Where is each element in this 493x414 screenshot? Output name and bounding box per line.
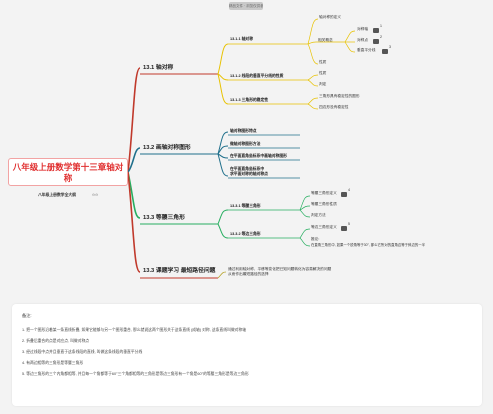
leaf-perpendicular-bisector[interactable]: 垂直平分线 [357, 48, 376, 52]
note-ref-2: 2 [380, 35, 382, 39]
leaf-property[interactable]: 性质 [319, 60, 327, 64]
connector-ch1-s2 [217, 73, 229, 81]
watermark-badge: 精品文件 · 浏览仅供参考 [229, 2, 263, 10]
connector-leaf-axis [344, 30, 356, 43]
leaf-triangle-stability[interactable]: 三角形具有稳定性的图形 [319, 94, 360, 98]
connector-ch2-d [217, 153, 229, 177]
leaf-isosceles-definition[interactable]: 等腰三角形定义 [311, 191, 337, 195]
leaf-related-concepts[interactable]: 相关概念 [318, 38, 333, 42]
connector-ch3-l1 [299, 195, 311, 211]
root-node[interactable]: 八年级上册数学第十三章轴对称 [8, 158, 128, 186]
leaf-bisector-judgment[interactable]: 判定 [319, 82, 327, 86]
note-ref-4: 4 [348, 188, 350, 192]
connector-ch1-s1 [217, 43, 229, 75]
note-item: 3. 经过线段中点并且垂直于这条线段的直线, 叫做这条线段的垂直平分线 [22, 350, 143, 354]
connector-ch3-l2 [299, 205, 311, 211]
section-13-3-2[interactable]: 13.3.2 等边三角形 [230, 232, 261, 236]
connector-ch2-b [217, 145, 229, 155]
connector-leaf-def [307, 18, 319, 45]
leaf-isosceles-property[interactable]: 等腰三角形性质 [311, 202, 337, 206]
connector-leaf-s2-prop [307, 74, 319, 81]
note-item: 2. 折叠后重合的点是对应点, 叫做对称点 [22, 339, 90, 343]
connector-ch3-l5 [299, 237, 311, 247]
note-ref-3: 3 [389, 45, 391, 49]
connector-root-ch4 [127, 171, 141, 273]
leaf-equilateral-definition[interactable]: 等边三角形定义 [311, 225, 337, 229]
connector-ch3-l3 [299, 209, 311, 218]
connector-ch3-s1 [217, 209, 229, 225]
notes-panel: 备注: 1. 把一个图形沿着某一条直线折叠, 如果它能够与另一个图形重合, 那么… [12, 304, 482, 406]
connector-ch2-c [217, 153, 229, 159]
leaf-corollary-text[interactable]: 在直角三角形中, 如果一个锐角等于30°, 那么它所对的直角边等于斜边的一半 [311, 243, 426, 247]
root-subtitle-mark: ⊖⊖ [92, 193, 99, 197]
chapter-13-1[interactable]: 13.1 轴对称 [143, 65, 174, 71]
connector-leaf-s3-a [307, 97, 319, 105]
shortest-path-note[interactable]: 通过利用轴对称、平移等变化把已知问题转化为容易解决的问题 从而作出最短路径的选择 [228, 267, 332, 276]
note-ref-5: 5 [348, 222, 350, 226]
connector-leaf-concepts [307, 41, 317, 45]
note-item: 1. 把一个图形沿着某一条直线折叠, 如果它能够与另一个图形重合, 那么就说这两… [22, 328, 247, 332]
leaf-quadrilateral-unstable[interactable]: 四边形没有稳定性 [319, 105, 349, 109]
section-13-3-1[interactable]: 13.3.1 等腰三角形 [230, 204, 261, 208]
note-ref-1: 1 [380, 24, 382, 28]
chapter-13-3[interactable]: 13.3 等腰三角形 [143, 215, 185, 221]
connector-ch4-note [217, 271, 227, 279]
note-icon[interactable] [373, 28, 379, 33]
section-symmetric-figure-features[interactable]: 轴对称图形特点 [230, 129, 257, 133]
section-13-1-3[interactable]: 13.1.3 三角形的稳定性 [230, 98, 269, 102]
leaf-corollary-label[interactable]: 推论: [311, 237, 320, 241]
leaf-symmetric-point[interactable]: 对称点 [357, 38, 369, 42]
note-icon[interactable] [341, 226, 347, 231]
note-item: 5. 等边三角形的三个内角都相等, 并且每一个角都等于60°三个角都相等的三角形… [22, 372, 249, 376]
section-13-1-2[interactable]: 13.1.2 线段的垂直平分线的性质 [230, 74, 284, 78]
leaf-axis-symmetry-definition[interactable]: 轴对称的定义 [319, 15, 342, 19]
connector-root-ch2 [127, 147, 141, 173]
notes-title: 备注: [22, 313, 32, 318]
connector-ch2-a [217, 131, 229, 155]
note-icon[interactable] [382, 49, 388, 54]
leaf-bisector-property[interactable]: 性质 [319, 71, 327, 75]
connector-root-ch1 [127, 67, 141, 173]
connector-leaf-s3-b [307, 103, 319, 110]
connector-ch1-s3 [217, 73, 229, 105]
connector-leaf-property [307, 43, 319, 65]
root-subtitle: 八年级上册数学全大纲 [38, 193, 76, 197]
section-coordinate-drawing[interactable]: 在平面直角坐标系中画轴对称图形 [230, 154, 287, 158]
section-13-1-1[interactable]: 13.1.1 轴对称 [230, 37, 254, 41]
leaf-axis-of-symmetry[interactable]: 对称轴 [357, 27, 369, 31]
connector-leaf-bisector [344, 41, 356, 53]
note-icon[interactable] [373, 39, 379, 44]
connector-ch3-l4 [299, 228, 311, 239]
chapter-13-2[interactable]: 13.2 画轴对称图形 [143, 145, 191, 151]
section-drawing-method[interactable]: 做轴对称图形方法 [230, 142, 261, 146]
connector-ch3-s2 [217, 223, 229, 239]
connector-leaf-s2-judge [307, 79, 319, 87]
section-coordinate-symmetric-point[interactable]: 在平面直角坐标系中 求平面对称的轴对称点 [230, 167, 268, 176]
note-item: 4. 有两边相等的三角形是等腰三角形 [22, 361, 84, 365]
note-icon[interactable] [341, 192, 347, 197]
leaf-isosceles-judgment[interactable]: 判定方法 [311, 213, 326, 217]
chapter-shortest-path[interactable]: 13.3 课题学习 最短路径问题 [143, 268, 216, 274]
